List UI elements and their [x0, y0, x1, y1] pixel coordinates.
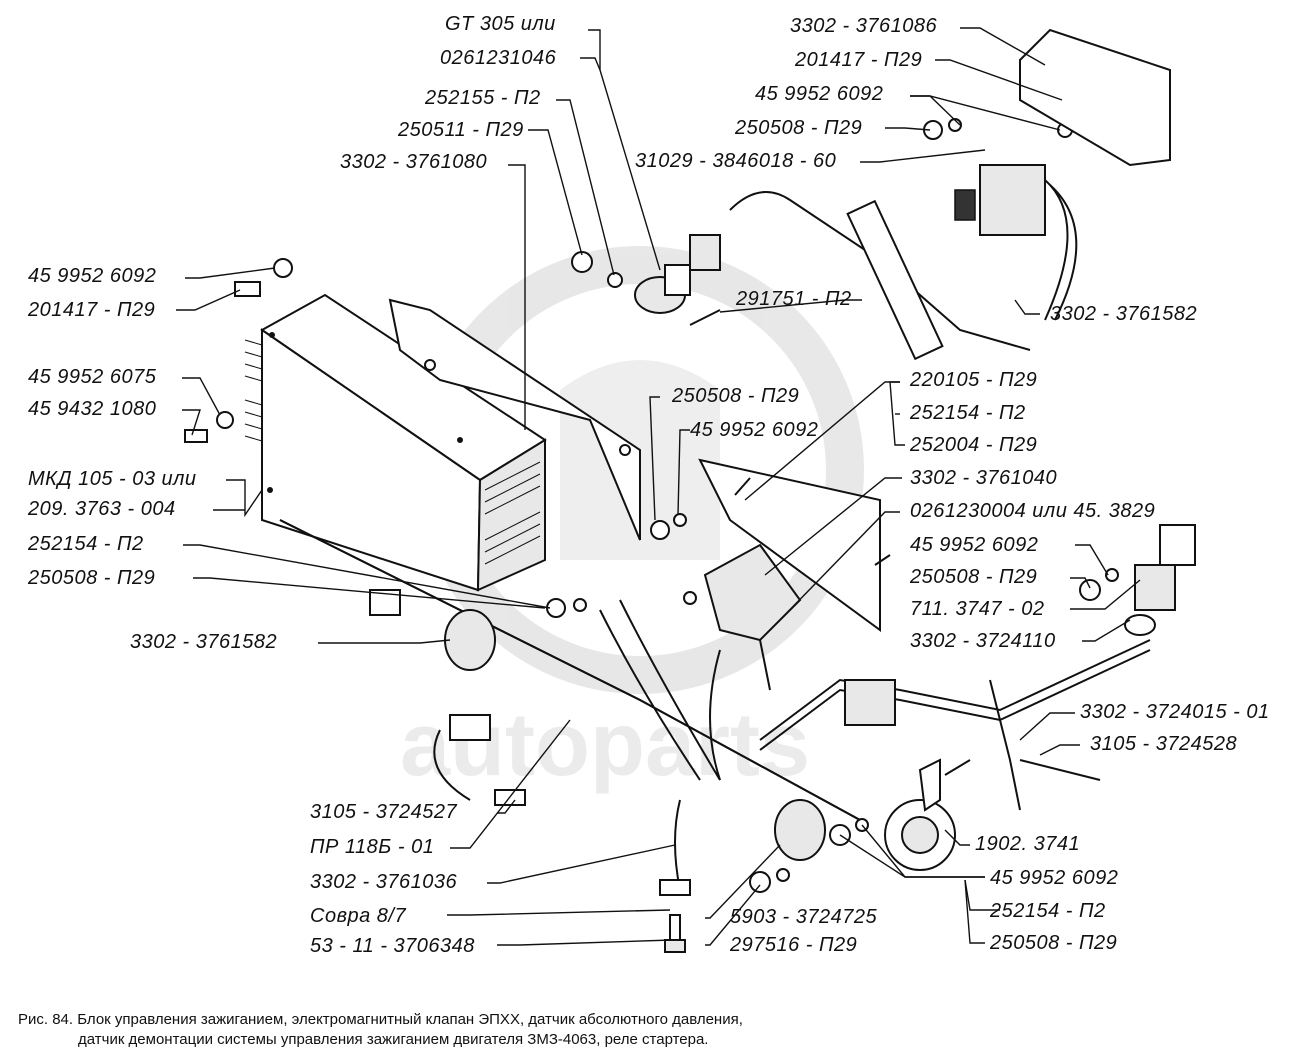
label-b-5903: 5903 - 3724725 [730, 906, 878, 928]
caption-line-2: датчик демонтации системы управления заж… [78, 1031, 708, 1048]
label-b-3302-3761036: 3302 - 3761036 [310, 871, 458, 893]
ignition-control-unit [244, 293, 547, 592]
label-tr-201417: 201417 - П29 [794, 49, 922, 71]
label-b-250508: 250508 - П29 [989, 932, 1117, 954]
label-b-3105-3724527: 3105 - 3724527 [310, 801, 458, 823]
label-gt305: GT 305 или [445, 13, 556, 35]
label-mid-459952: 45 9952 6092 [690, 419, 818, 441]
nuts-and-washers [184, 118, 1119, 893]
label-mid-250508: 250508 - П29 [671, 385, 799, 407]
label-b-53-11: 53 - 11 - 3706348 [310, 935, 475, 957]
label-left-4594321080: 45 9432 1080 [28, 398, 156, 420]
label-mid-711: 711. 3747 - 02 [910, 598, 1045, 620]
watermark: autoparts [400, 246, 864, 795]
starter-relay [1124, 524, 1196, 636]
label-b-1902: 1902. 3741 [975, 833, 1080, 855]
caption-line-1: Рис. 84. Блок управления зажиганием, эле… [18, 1011, 743, 1028]
label-mid-220105: 220105 - П29 [909, 369, 1037, 391]
label-tr-291751: 291751 - П2 [735, 288, 852, 310]
label-mid-0261230004: 0261230004 или 45. 3829 [910, 500, 1155, 522]
label-mid-3302-3724015: 3302 - 3724015 - 01 [1080, 701, 1270, 723]
label-b-297516: 297516 - П29 [729, 934, 857, 956]
label-b-pr118: ПР 118Б - 01 [310, 836, 434, 858]
wiring-harness [279, 519, 1151, 891]
label-250511: 250511 - П29 [397, 119, 524, 141]
label-mid-459952b: 45 9952 6092 [910, 534, 1038, 556]
label-b-sovra: Совра 8/7 [310, 905, 406, 927]
label-mid-250508b: 250508 - П29 [909, 566, 1037, 588]
vacuum-hose-pipe [689, 191, 1031, 361]
label-tr-3302-3761582: 3302 - 3761582 [1050, 303, 1197, 325]
label-mid-252154: 252154 - П2 [909, 402, 1026, 424]
knock-sensor [634, 264, 721, 326]
label-left-459952: 45 9952 6092 [28, 265, 156, 287]
ecu-bracket [388, 298, 641, 541]
label-3302-3761080: 3302 - 3761080 [340, 151, 487, 173]
part-number-labels: GT 305 или 0261231046 252155 - П2 250511… [27, 13, 1270, 957]
label-left-209: 209. 3763 - 004 [27, 498, 176, 520]
absolute-pressure-sensor [698, 458, 891, 691]
label-mid-3105-3724528: 3105 - 3724528 [1090, 733, 1237, 755]
label-left-mkd105: МКД 105 - 03 или [28, 468, 197, 490]
label-tr-3302-3761086: 3302 - 3761086 [790, 15, 938, 37]
watermark-text: autoparts [400, 695, 810, 795]
leader-lines [176, 27, 1141, 946]
figure-caption: Рис. 84. Блок управления зажиганием, эле… [18, 1011, 743, 1048]
label-left-4599526075: 45 9952 6075 [28, 366, 157, 388]
label-mid-3302-3761040: 3302 - 3761040 [910, 467, 1057, 489]
label-mid-3302-3724110: 3302 - 3724110 [910, 630, 1056, 652]
label-left-201417: 201417 - П29 [27, 299, 155, 321]
label-252155: 252155 - П2 [424, 87, 541, 109]
label-mid-252004: 252004 - П29 [909, 434, 1037, 456]
label-tr-250508: 250508 - П29 [734, 117, 862, 139]
label-b-459952: 45 9952 6092 [990, 867, 1118, 889]
label-b-252154: 252154 - П2 [989, 900, 1106, 922]
label-left-3302-3761582: 3302 - 3761582 [130, 631, 277, 653]
label-tr-31029: 31029 - 3846018 - 60 [635, 150, 836, 172]
demontage-sensor [884, 758, 971, 871]
label-left-252154: 252154 - П2 [27, 533, 144, 555]
solenoid-valve-assembly [954, 28, 1171, 321]
label-left-250508: 250508 - П29 [27, 567, 155, 589]
label-tr-459952: 45 9952 6092 [755, 83, 883, 105]
label-0261231046: 0261231046 [440, 47, 557, 69]
